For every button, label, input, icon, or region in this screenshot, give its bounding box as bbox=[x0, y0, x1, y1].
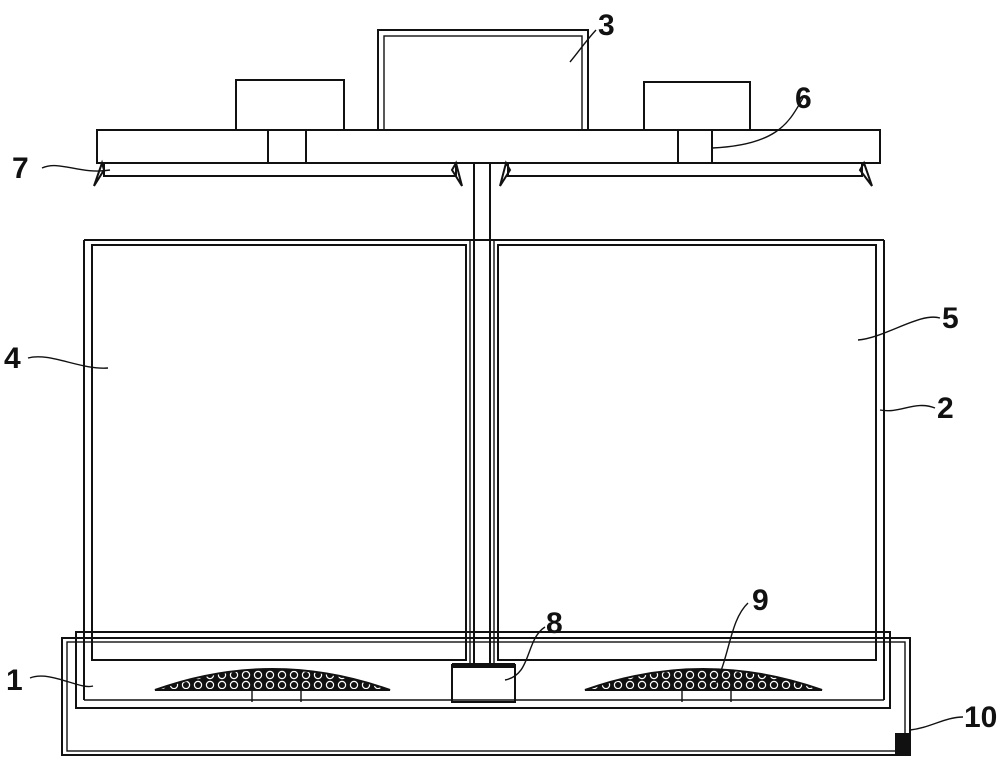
connector-6-left bbox=[267, 129, 307, 164]
panel-5 bbox=[497, 244, 877, 661]
tray-1 bbox=[75, 631, 891, 709]
label-4: 4 bbox=[4, 342, 21, 375]
label-8: 8 bbox=[546, 607, 563, 640]
motor-3 bbox=[377, 29, 589, 131]
label-1: 1 bbox=[6, 664, 23, 697]
scraper-arm-right bbox=[499, 160, 873, 187]
leader-lines bbox=[27, 29, 964, 731]
scraper-arm-left bbox=[93, 159, 463, 187]
label-5: 5 bbox=[942, 302, 959, 335]
container-2 bbox=[83, 239, 885, 700]
switch-10 bbox=[895, 733, 910, 755]
connector-6-right bbox=[677, 129, 713, 164]
top-box-left bbox=[235, 79, 345, 131]
label-3: 3 bbox=[598, 9, 615, 42]
label-9: 9 bbox=[752, 584, 769, 617]
label-10: 10 bbox=[964, 701, 997, 734]
label-2: 2 bbox=[937, 392, 954, 425]
top-box-right bbox=[643, 81, 751, 131]
central-shaft bbox=[469, 163, 495, 665]
block-8-top bbox=[452, 663, 515, 668]
label-6: 6 bbox=[795, 82, 812, 115]
label-7: 7 bbox=[12, 152, 29, 185]
panel-4 bbox=[91, 244, 467, 661]
block-8 bbox=[451, 664, 516, 703]
mesh-dome-left bbox=[154, 668, 391, 702]
base-10 bbox=[61, 637, 911, 756]
top-plate bbox=[96, 129, 881, 164]
base-inner-line bbox=[66, 641, 906, 752]
mesh-dome-right bbox=[584, 668, 823, 702]
